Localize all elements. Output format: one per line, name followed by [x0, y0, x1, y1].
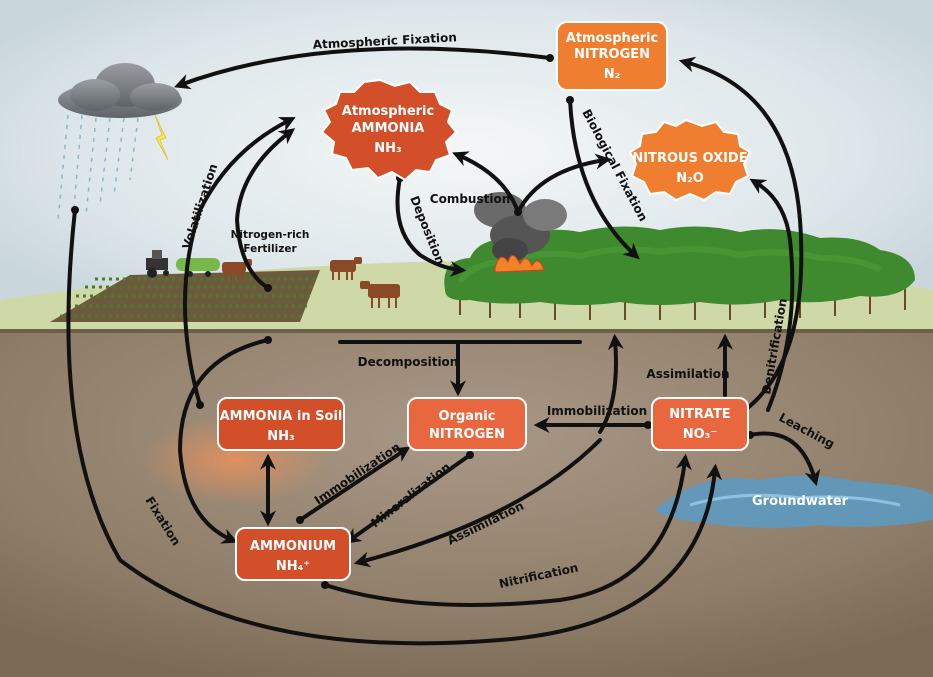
nitrate-line1: NITRATE: [669, 407, 730, 422]
assimilation-soil-arrow: [598, 333, 624, 434]
atmospheric-fixation-arrow: [173, 46, 552, 90]
nitrous-oxide-line1: NITROUS OXIDE: [632, 151, 747, 166]
node-ammonium: AMMONIUM NH₄⁺: [235, 527, 351, 581]
node-nitrate: NITRATE NO₃⁻: [651, 397, 749, 451]
node-atmospheric-ammonia: Atmospheric AMMONIA NH₃: [320, 78, 458, 182]
atm-ammonia-formula: NH₃: [374, 141, 401, 156]
deposition-arrow: [395, 176, 467, 278]
biological-fixation-arrow: [568, 98, 640, 260]
label-fertilizer-line1: Nitrogen-rich: [231, 229, 310, 241]
atm-nitrogen-formula: N₂: [604, 67, 621, 82]
arrows: [66, 46, 821, 646]
ammonia-soil-line1: AMMONIA in Soil: [220, 409, 343, 424]
groundwater-area: Groundwater: [655, 475, 933, 528]
volatilization-arrow: [183, 117, 296, 407]
combustion-arrow-right: [516, 153, 612, 214]
node-atmospheric-nitrogen: Atmospheric NITROGEN N₂: [556, 21, 668, 91]
atm-nitrogen-line2: NITROGEN: [574, 47, 650, 62]
leaching-arrow: [748, 431, 821, 487]
groundwater-label: Groundwater: [752, 494, 849, 509]
node-organic-nitrogen: Organic NITROGEN: [407, 397, 527, 451]
label-combustion: Combustion: [430, 192, 510, 206]
rain-cloud-icon: [57, 63, 182, 231]
fixation-arrow: [66, 208, 723, 646]
ground-line: [0, 329, 933, 333]
denitrification-arrow-n2: [678, 56, 804, 412]
atm-nitrogen-line1: Atmospheric: [566, 31, 658, 46]
combustion-arrow-left: [452, 151, 520, 214]
fertilizer-arrow: [234, 128, 296, 290]
ammonia-soil-formula: NH₃: [267, 429, 294, 444]
lightning-icon: [154, 114, 169, 161]
mineralization-arrow: [344, 453, 472, 544]
assimilation-bottom-arrow: [353, 438, 602, 568]
cow-icon: [222, 257, 400, 308]
ammonium-line1: AMMONIUM: [250, 539, 336, 554]
label-immobilization-right: Immobilization: [547, 404, 647, 418]
nitrous-oxide-formula: N₂O: [676, 171, 704, 186]
label-assimilation-top: Assimilation: [646, 367, 729, 381]
organic-nitrogen-line1: Organic: [439, 409, 496, 424]
node-ammonia-in-soil: AMMONIA in Soil NH₃: [217, 397, 345, 451]
denitrification-arrow-n2o: [749, 178, 795, 412]
organic-nitrogen-line2: NITROGEN: [429, 427, 505, 442]
nitrate-formula: NO₃⁻: [683, 427, 718, 442]
nitrification-arrow: [323, 453, 692, 607]
surface-ammonium-arrow: [177, 338, 270, 544]
label-fertilizer-line2: Fertilizer: [243, 243, 297, 255]
immobilization-ammonium-arrow: [298, 446, 411, 522]
atm-ammonia-line2: AMMONIA: [352, 121, 425, 136]
ammonium-formula: NH₄⁺: [276, 559, 310, 574]
label-decomposition: Decomposition: [358, 355, 459, 369]
atm-ammonia-line1: Atmospheric: [342, 104, 434, 119]
node-nitrous-oxide: NITROUS OXIDE N₂O: [628, 118, 752, 202]
